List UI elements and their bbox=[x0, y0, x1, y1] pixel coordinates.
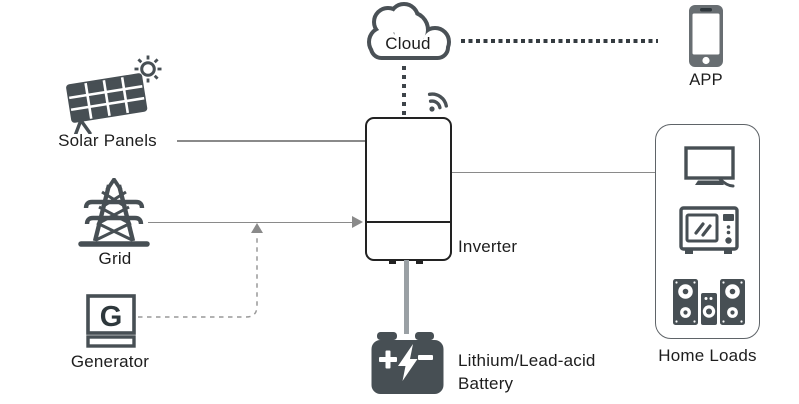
microwave-icon bbox=[679, 206, 739, 254]
cloud-to-app-dotted-line bbox=[461, 39, 658, 43]
wifi-icon bbox=[427, 92, 448, 112]
inverter-to-homeloads-line bbox=[452, 171, 655, 174]
generator-icon: G bbox=[86, 294, 136, 348]
battery-label-line1: Lithium/Lead-acid bbox=[458, 351, 596, 370]
app-label: APP bbox=[689, 71, 723, 89]
grid-label: Grid bbox=[98, 249, 132, 268]
tv-icon bbox=[684, 146, 735, 188]
home-loads-label: Home Loads bbox=[658, 346, 757, 365]
inverter-box bbox=[365, 117, 452, 261]
inverter-connector-stub bbox=[389, 259, 396, 264]
inverter-connector-stub bbox=[416, 259, 423, 264]
battery-label-line2: Battery bbox=[458, 374, 514, 393]
transmission-tower-icon bbox=[78, 178, 150, 247]
smartphone-icon bbox=[689, 5, 723, 67]
speakers-icon bbox=[673, 279, 745, 325]
grid-to-inverter-line bbox=[148, 221, 352, 224]
cloud-to-inverter-dotted-line bbox=[402, 66, 406, 115]
generator-letter: G bbox=[100, 301, 123, 333]
generator-arrowhead-icon bbox=[251, 223, 263, 233]
inverter-to-battery-line bbox=[404, 260, 409, 334]
solar-panels-label: Solar Panels bbox=[58, 131, 157, 150]
cloud-label: Cloud bbox=[385, 34, 431, 53]
sun-icon bbox=[134, 55, 162, 83]
generator-label: Generator bbox=[70, 352, 150, 371]
solar-to-inverter-line bbox=[177, 140, 365, 142]
inverter-divider bbox=[367, 221, 450, 223]
inverter-label: Inverter bbox=[458, 237, 518, 256]
battery-icon bbox=[371, 332, 444, 394]
solar-panel-icon bbox=[66, 55, 162, 134]
battery-label: Lithium/Lead-acid Battery bbox=[458, 349, 596, 395]
cloud-icon bbox=[367, 2, 451, 60]
grid-arrowhead-icon bbox=[352, 216, 363, 228]
